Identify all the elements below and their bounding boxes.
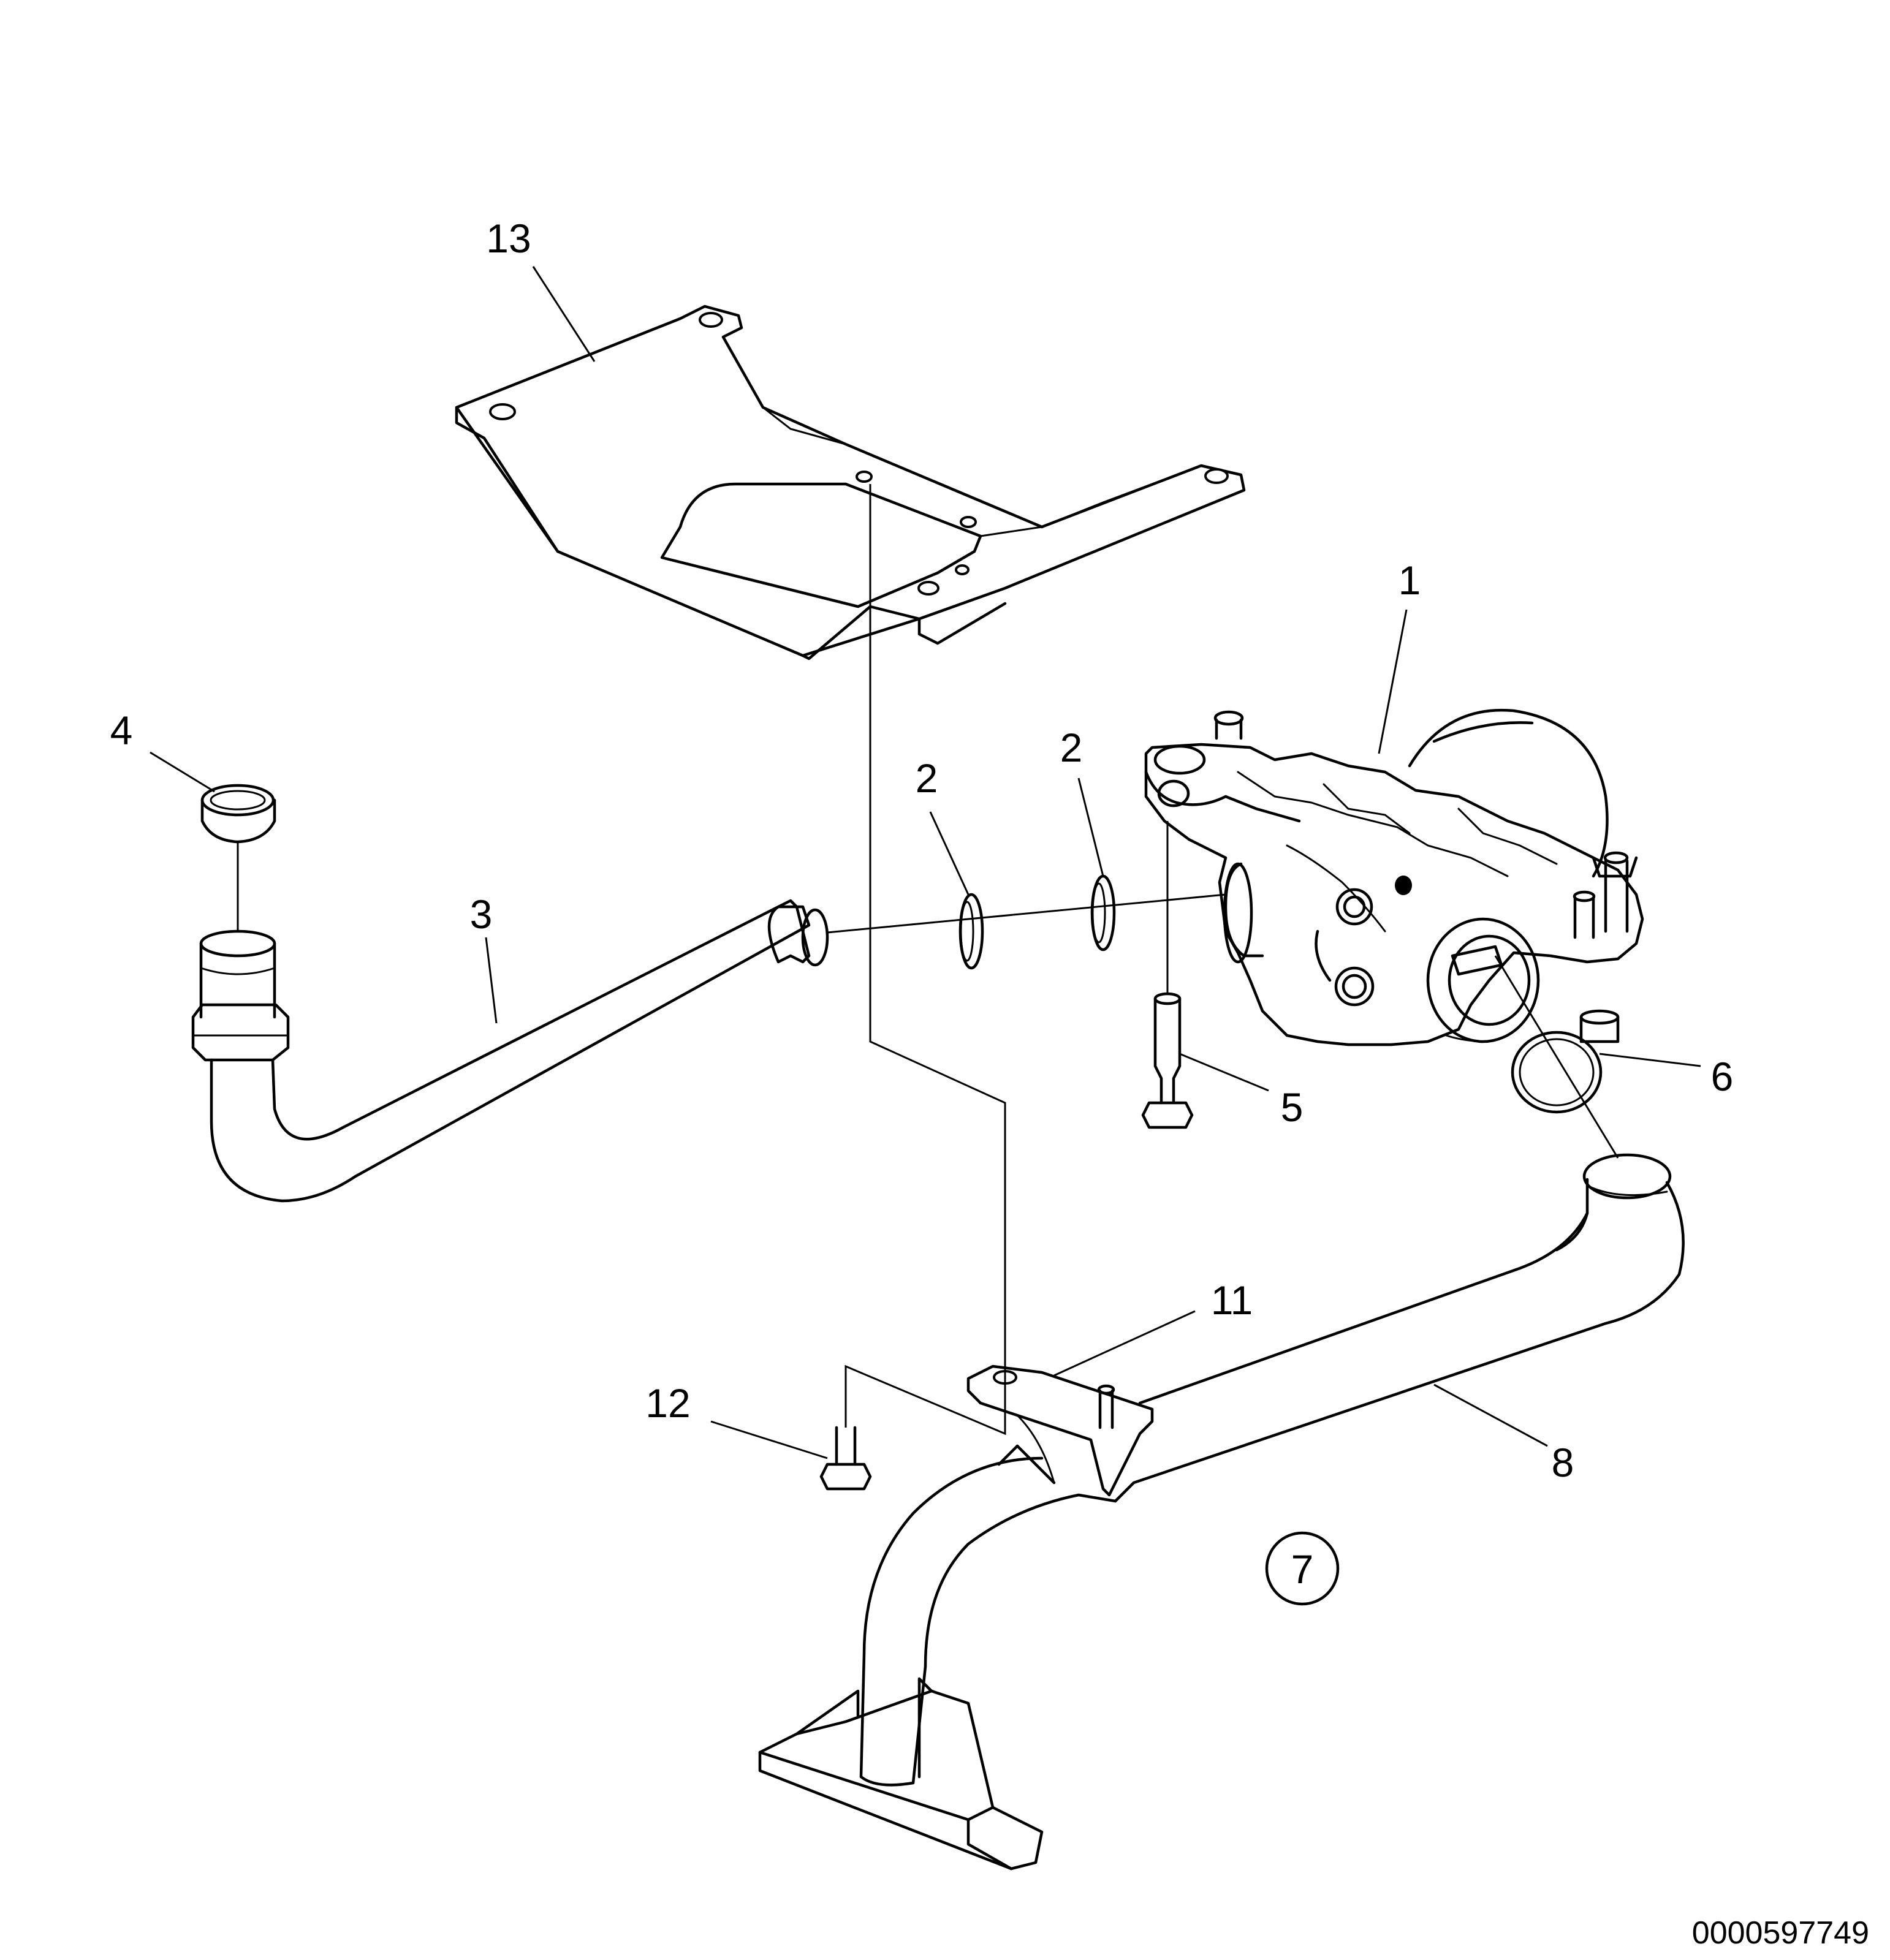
callout-2-right: 2: [1060, 725, 1083, 770]
callout-labels: 13 1 4 2 2 3 6 5 11 12 8 7: [110, 216, 1734, 1606]
callout-7-circle: [1265, 1531, 1340, 1606]
part-2-seal-left: [958, 893, 984, 970]
part-5-bolt: [1141, 992, 1194, 1129]
part-1-oil-pump: [1144, 708, 1644, 1046]
document-number: 0000597749: [1692, 1915, 1869, 1951]
callout-12: 12: [645, 1380, 690, 1426]
part-3-filler-tube: [191, 899, 829, 1203]
callout-leaders: [150, 266, 1701, 1459]
callout-2-left: 2: [916, 755, 938, 801]
callout-7: 7: [1291, 1546, 1314, 1592]
callout-13: 13: [486, 216, 531, 261]
part-13-baffle-plate: [455, 305, 1246, 660]
callout-11: 11: [1211, 1277, 1253, 1323]
callout-3: 3: [470, 891, 493, 937]
callout-4: 4: [110, 708, 133, 753]
callout-6: 6: [1711, 1054, 1734, 1099]
part-6-o-ring: [1511, 1031, 1603, 1114]
part-8-suction-pipe: [758, 1153, 1685, 1871]
part-2-seal-right: [1090, 874, 1116, 952]
callout-8: 8: [1552, 1440, 1574, 1485]
callout-5: 5: [1281, 1084, 1304, 1130]
part-4-cap: [200, 784, 276, 844]
part-12-bolt: [819, 1426, 872, 1491]
assembly-lines: [237, 484, 1619, 1436]
callout-1: 1: [1399, 558, 1421, 603]
